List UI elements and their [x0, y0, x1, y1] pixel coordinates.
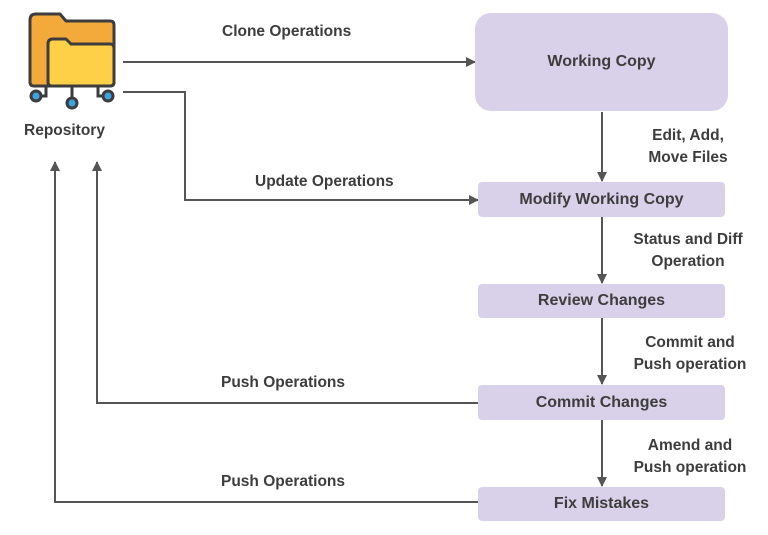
fix-mistakes-node: Fix Mistakes: [478, 487, 725, 521]
commit-changes-node: Commit Changes: [478, 385, 725, 420]
edit-add-move-label: Edit, Add, Move Files: [624, 125, 752, 169]
commit-label-line1: Commit and: [645, 334, 735, 351]
status-diff-label: Status and Diff Operation: [618, 229, 758, 273]
commit-push-label: Commit and Push operation: [620, 332, 760, 376]
push-fix-arrow: [50, 161, 478, 503]
amend-label-line2: Push operation: [633, 459, 747, 476]
modify-working-copy-node: Modify Working Copy: [478, 182, 725, 217]
working-copy-node: Working Copy: [475, 13, 728, 111]
push-operations-fix-label: Push Operations: [221, 473, 346, 490]
clone-operations-label: Clone Operations: [222, 23, 352, 40]
review-changes-node: Review Changes: [478, 284, 725, 318]
status-label-line1: Status and Diff: [633, 231, 743, 248]
push-commit-arrow: [92, 161, 478, 404]
amend-label-line1: Amend and: [647, 437, 733, 454]
commit-label-line2: Push operation: [633, 356, 747, 373]
status-label-line2: Operation: [651, 253, 725, 270]
folder-network-icon: [28, 12, 116, 110]
repository-label: Repository: [24, 122, 105, 139]
edit-label-line1: Edit, Add,: [652, 127, 724, 144]
edit-label-line2: Move Files: [648, 149, 728, 166]
push-operations-commit-label: Push Operations: [221, 374, 346, 391]
amend-push-label: Amend and Push operation: [620, 435, 760, 479]
update-arrow: [123, 91, 479, 205]
update-operations-label: Update Operations: [255, 173, 394, 190]
